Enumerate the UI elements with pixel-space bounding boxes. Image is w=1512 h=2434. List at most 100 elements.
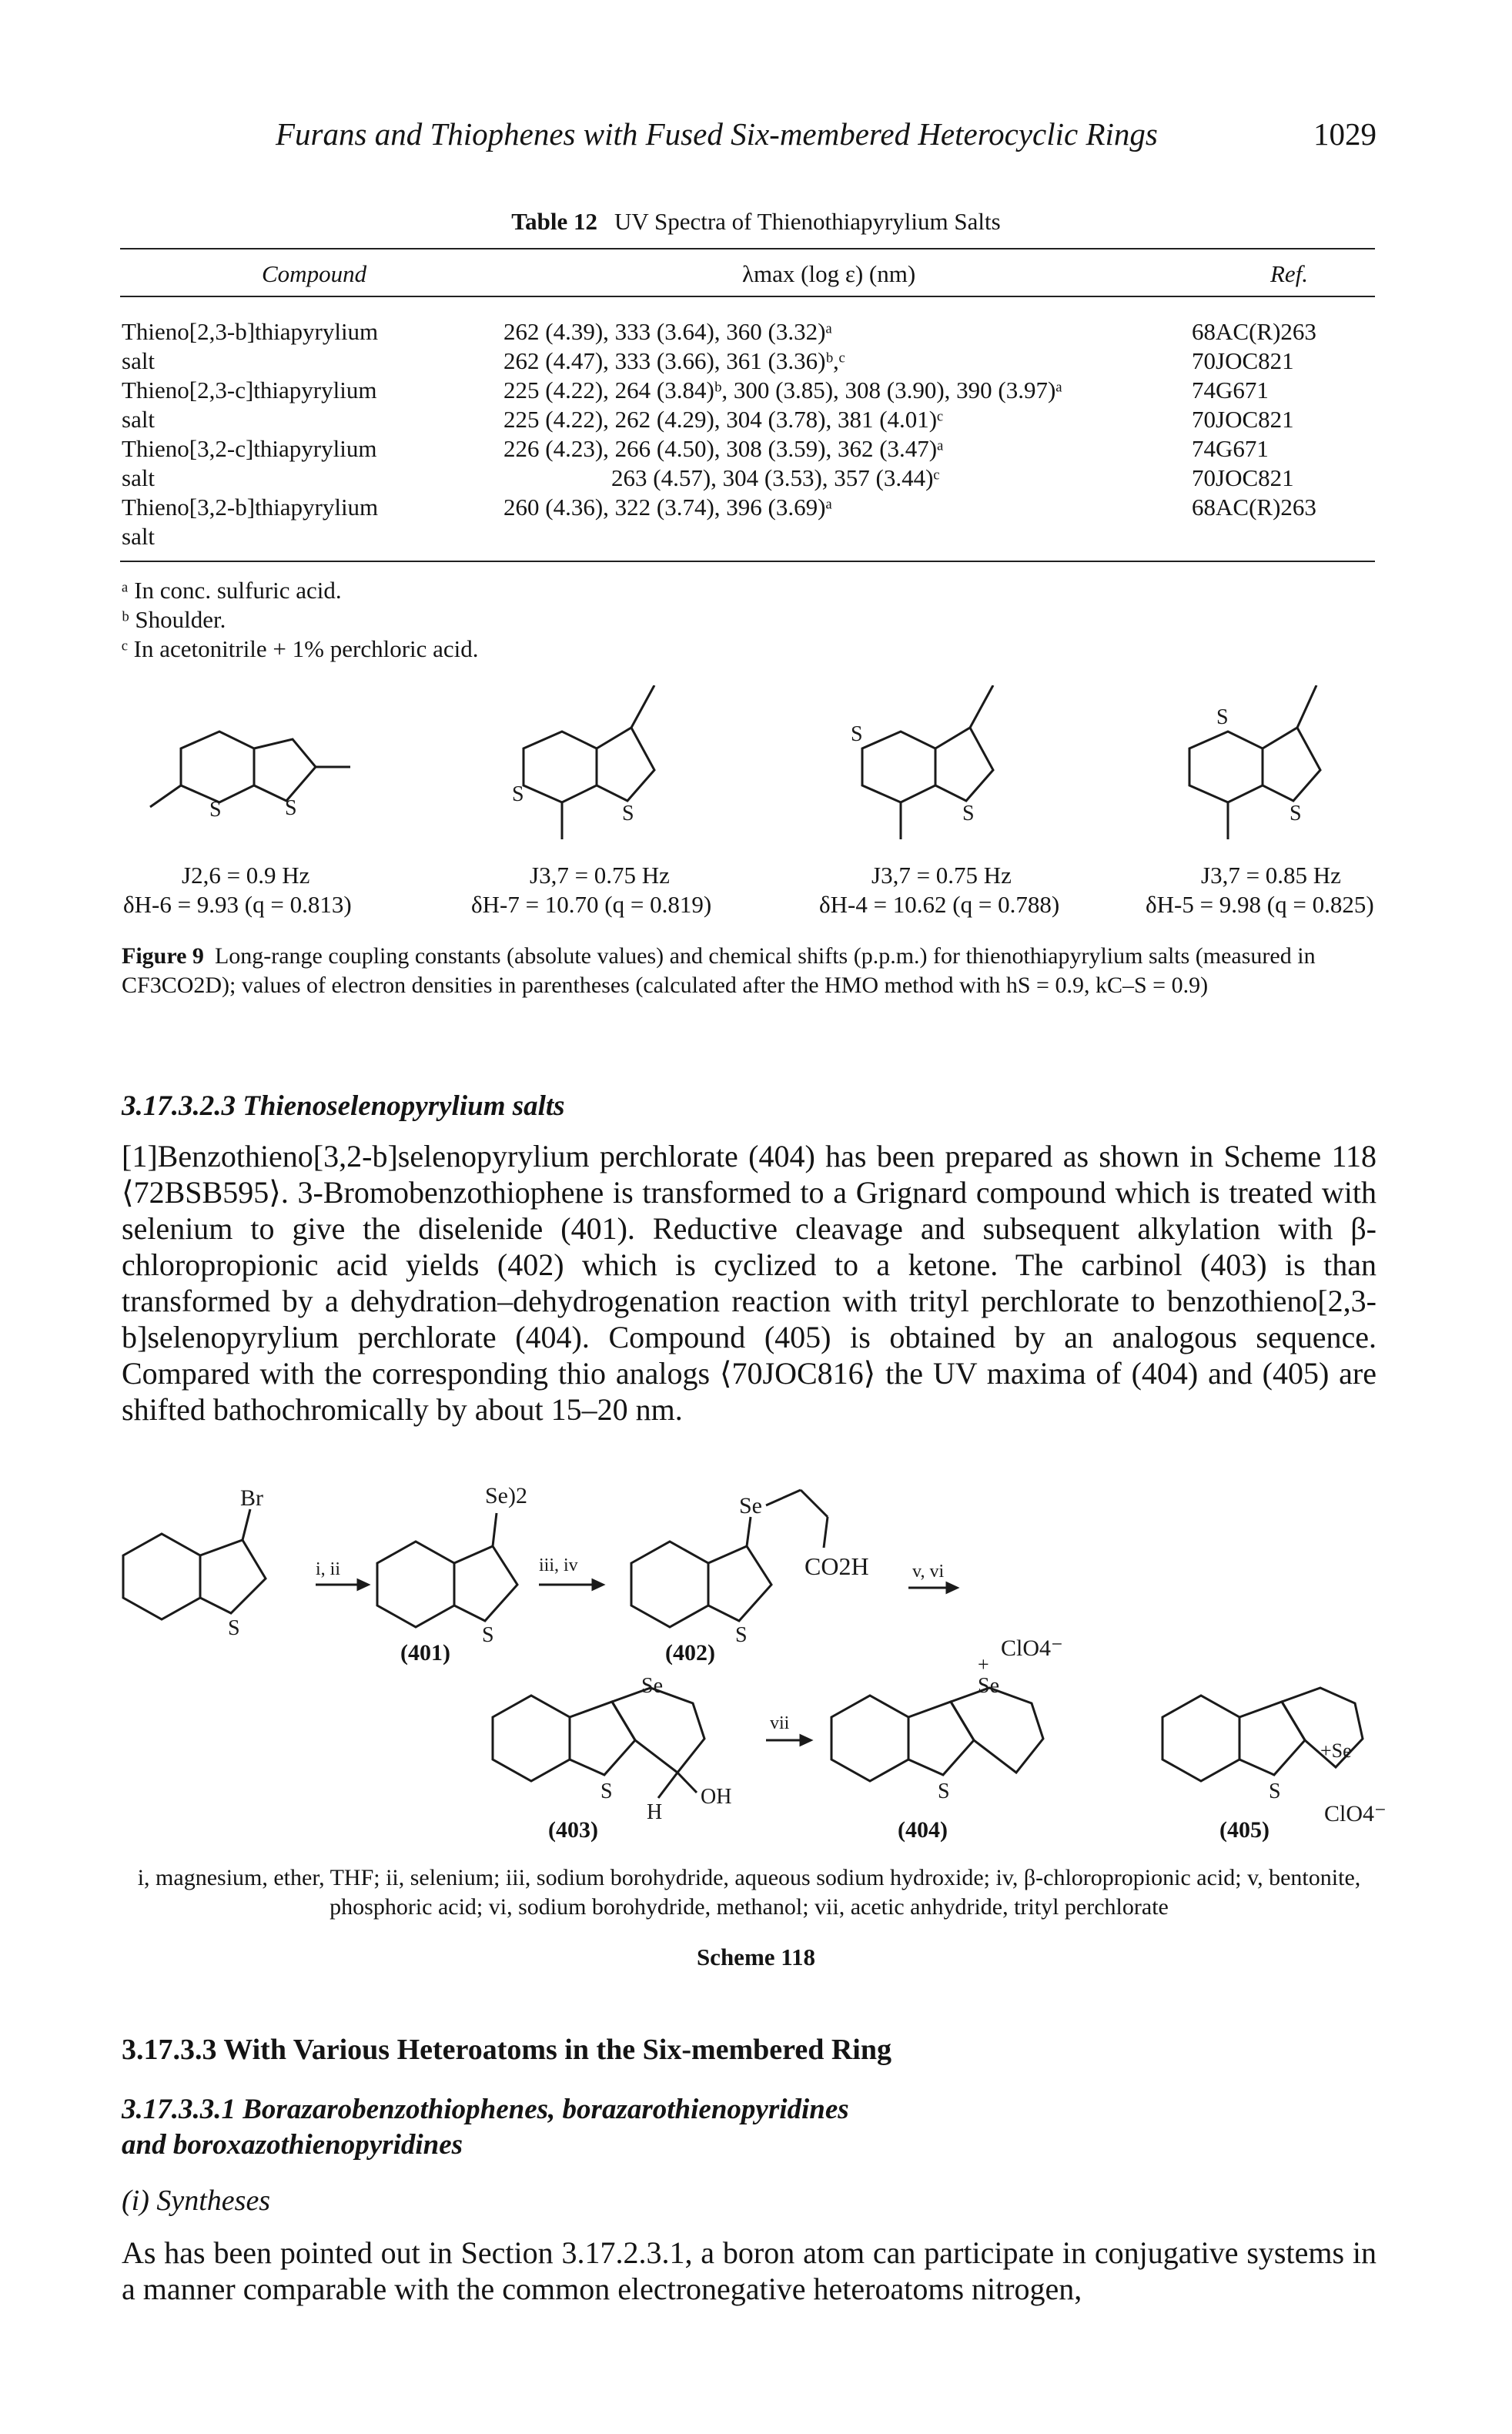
table-bottom-rule [120, 561, 1375, 562]
delta-label: δH-7 = 10.70 (q = 0.819) [471, 891, 712, 918]
svg-text:S: S [512, 782, 524, 806]
col-header-lambda: λmax (log ε) (nm) [742, 260, 916, 287]
subsection-heading: 3.17.3.3.1 Borazarobenzothiophenes, bora… [122, 2094, 849, 2125]
col-header-ref: Ref. [1270, 260, 1309, 287]
j-label: J3,7 = 0.75 Hz [871, 862, 1012, 889]
atom-s: S [482, 1623, 494, 1647]
table-cell: 262 (4.39), 333 (3.64), 360 (3.32)ᵃ [503, 318, 832, 345]
table-top-rule [120, 248, 1375, 249]
atom-s: S [735, 1623, 748, 1647]
delta-label: δH-5 = 9.98 (q = 0.825) [1146, 891, 1374, 918]
atom-clo4: ClO4⁻ [1001, 1636, 1063, 1661]
figure-label: Figure 9 [122, 943, 204, 969]
structure-thieno-2-3-c: S S [512, 685, 656, 839]
table-cell: Thieno[2,3-b]thiapyrylium [122, 318, 379, 345]
svg-text:S: S [1216, 705, 1229, 729]
structure-404: Se + ClO4⁻ S [830, 1636, 1063, 1803]
subsection-label: (i) Syntheses [122, 2185, 271, 2217]
table-cell: Thieno[3,2-c]thiapyrylium [122, 435, 377, 462]
footnote-a: ᵃ In conc. sulfuric acid. [122, 577, 342, 604]
structure-thieno-2-3-b: S S [149, 730, 350, 822]
page-number: 1029 [1313, 116, 1377, 152]
table-cell: 74G671 [1192, 435, 1269, 462]
table-cell: salt [122, 406, 156, 433]
figure9-structures: S S S S S S S S [149, 685, 1322, 839]
svg-text:S: S [285, 796, 297, 820]
structure-thieno-3-2-b: S S [1188, 685, 1322, 839]
lambda-column: 262 (4.39), 333 (3.64), 360 (3.32)ᵃ 262 … [503, 317, 1062, 522]
table-cell: 70JOC821 [1192, 464, 1294, 491]
arrow-label: vii [770, 1713, 790, 1733]
delta-label: δH-6 = 9.93 (q = 0.813) [123, 891, 352, 918]
atom-s: S [228, 1616, 240, 1640]
arrow-head [356, 1578, 371, 1592]
atom-plus: + [978, 1653, 989, 1676]
footnote-b: ᵇ Shoulder. [122, 606, 226, 633]
table-header-rule [120, 296, 1375, 297]
table-cell: 263 (4.57), 304 (3.53), 357 (3.44)ᶜ [611, 464, 940, 491]
table-cell: 262 (4.47), 333 (3.66), 361 (3.36)ᵇ,ᶜ [503, 347, 845, 374]
arrow-head [591, 1578, 606, 1592]
body-paragraph: As has been pointed out in Section 3.17.… [122, 2235, 1377, 2306]
atom-co2h: CO2H [805, 1552, 869, 1580]
figure-caption-text: Long-range coupling constants (absolute … [122, 943, 1316, 998]
structure-402: Se CO2H S [630, 1488, 869, 1647]
atom-br: Br [240, 1485, 263, 1511]
delta-label: δH-4 = 10.62 (q = 0.788) [819, 891, 1060, 918]
section-heading: 3.17.3.2.3 Thienoselenopyrylium salts [122, 1090, 565, 1122]
structure-405: +Se S ClO4⁻ [1161, 1686, 1387, 1826]
table-cell: Thieno[2,3-c]thiapyrylium [122, 377, 377, 403]
scheme118-legend: i, magnesium, ether, THF; ii, selenium; … [137, 1865, 1361, 1920]
table-cell: 70JOC821 [1192, 347, 1294, 374]
arrow-label: i, ii [316, 1559, 340, 1579]
atom-h: H [647, 1800, 662, 1824]
atom-se: Se [641, 1674, 663, 1698]
svg-text:S: S [209, 798, 222, 822]
table-label: Table 12 [511, 208, 597, 235]
col-header-compound: Compound [262, 260, 367, 287]
scheme118-structures: Br S i, ii Se)2 S iii, iv Se CO2H S v, v… [122, 1483, 1387, 1826]
compound-label-402: (402) [665, 1640, 715, 1666]
structure-3-bromobenzothiophene: Br S [122, 1485, 267, 1640]
compound-label-403: (403) [548, 1817, 598, 1843]
atom-se: Se [978, 1674, 999, 1698]
compound-label-404: (404) [898, 1817, 948, 1843]
j-label: J3,7 = 0.85 Hz [1201, 862, 1341, 889]
structure-401: Se)2 S [376, 1483, 527, 1647]
structure-403: Se S OH H [491, 1674, 731, 1824]
structure-thieno-3-2-c: S S [851, 685, 995, 839]
section-heading: 3.17.3.3 With Various Heteroatoms in the… [122, 2034, 891, 2066]
table-cell: 74G671 [1192, 377, 1269, 403]
table-cell: 68AC(R)263 [1192, 318, 1316, 345]
table-cell: salt [122, 347, 156, 374]
atom-se: Se [739, 1493, 762, 1518]
atom-s: S [1269, 1779, 1281, 1803]
subsection-heading: and boroxazothienopyridines [122, 2129, 463, 2161]
atom-s: S [938, 1779, 950, 1803]
svg-text:S: S [1290, 802, 1302, 825]
arrow-head [945, 1581, 960, 1595]
arrow-label: v, vi [912, 1562, 944, 1582]
compound-label-401: (401) [400, 1640, 450, 1666]
table-cell: 225 (4.22), 262 (4.29), 304 (3.78), 381 … [503, 406, 944, 433]
table-title: UV Spectra of Thienothiapyrylium Salts [614, 208, 1001, 235]
table-cell: salt [122, 523, 156, 550]
footnote-c: ᶜ In acetonitrile + 1% perchloric acid. [122, 635, 479, 662]
running-title: Furans and Thiophenes with Fused Six-mem… [276, 116, 1158, 152]
table-cell: Thieno[3,2-b]thiapyrylium [122, 494, 379, 521]
table-cell: 70JOC821 [1192, 406, 1294, 433]
scheme118-title: Scheme 118 [696, 1944, 816, 1970]
svg-text:S: S [851, 722, 863, 746]
ref-column: 68AC(R)263 70JOC821 74G671 70JOC821 74G6… [1192, 317, 1316, 522]
table-cell: 260 (4.36), 322 (3.74), 396 (3.69)ᵃ [503, 494, 832, 521]
table-cell: 225 (4.22), 264 (3.84)ᵇ, 300 (3.85), 308… [503, 377, 1062, 403]
atom-se2: Se)2 [485, 1483, 527, 1508]
table-cell: 226 (4.23), 266 (4.50), 308 (3.59), 362 … [503, 435, 944, 462]
atom-s: S [600, 1779, 613, 1803]
table-cell: 68AC(R)263 [1192, 494, 1316, 521]
svg-text:S: S [622, 802, 634, 825]
arrow-label: iii, iv [539, 1555, 578, 1575]
atom-oh: OH [701, 1785, 731, 1809]
table-caption: Table 12 UV Spectra of Thienothiapyrylium… [0, 208, 1512, 236]
